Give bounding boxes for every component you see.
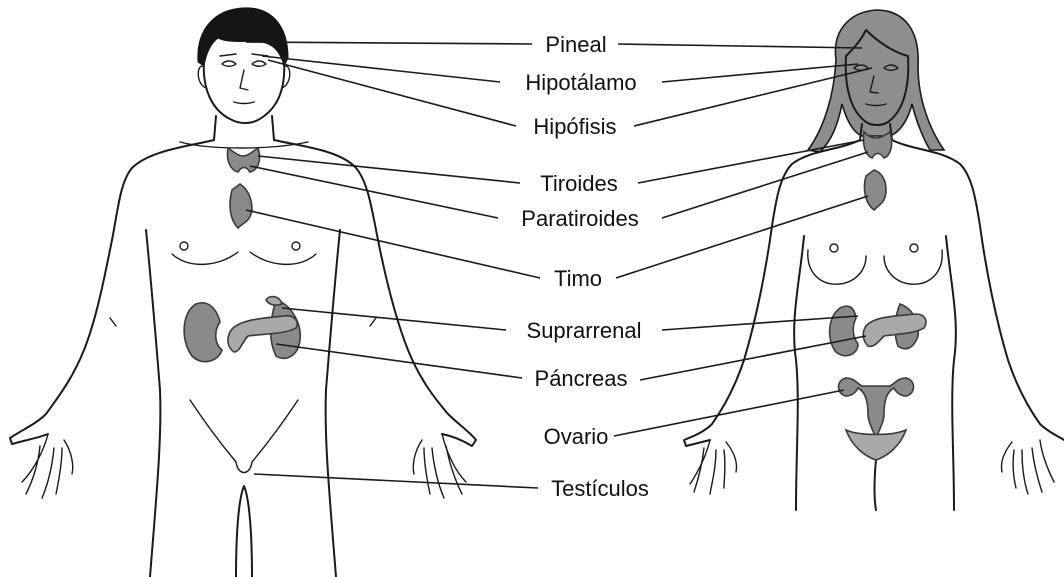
label-timo: Timo [554,266,602,291]
male-leader-lines [246,42,540,488]
male-mouth [234,102,254,104]
male-nose [240,70,248,90]
male-left-hand [22,434,73,498]
male-groin [190,400,298,473]
male-thyroid [227,148,259,172]
male-neck [214,116,274,140]
female-hair [808,10,944,152]
female-right-hand [1001,440,1054,494]
label-paratiroides: Paratiroides [521,206,638,231]
label-suprarrenal: Suprarrenal [527,318,642,343]
label-pineal: Pineal [545,32,606,57]
female-figure [614,10,1064,510]
female-breasts [808,250,942,284]
male-inner-outline [146,230,340,577]
label-hipofisis: Hipófisis [533,114,616,139]
male-thymus [230,184,252,228]
male-right-hand [413,434,466,498]
male-figure [10,8,540,577]
female-kidney-left [830,306,858,356]
female-nipples [830,244,918,252]
male-eyes [222,61,266,66]
label-testiculos: Testículos [551,476,649,501]
label-tiroides: Tiroides [540,171,617,196]
female-left-hand [690,440,737,494]
labels: Pineal Hipotálamo Hipófisis Tiroides Par… [521,32,649,501]
female-pancreas [863,314,926,346]
female-pubic-area [846,430,906,460]
male-eyebrows [220,54,268,56]
label-pancreas: Páncreas [535,366,628,391]
label-ovario: Ovario [544,424,609,449]
label-hipotalamo: Hipotálamo [525,70,636,95]
female-thymus [864,170,886,210]
male-kidney-left [184,303,222,362]
male-nipples [180,242,300,250]
male-adrenal [266,297,282,306]
female-inner-outline [794,236,956,510]
